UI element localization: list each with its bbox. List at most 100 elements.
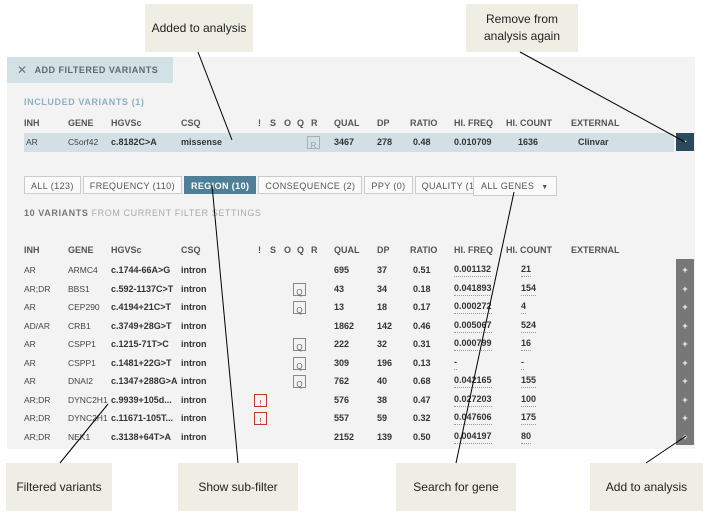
col-s: S (270, 118, 277, 128)
tab-region[interactable]: REGION (10) (183, 176, 257, 194)
cell-csq: intron (181, 394, 207, 405)
cell-ratio: 0.68 (413, 376, 431, 386)
col-flag: ! (258, 118, 261, 128)
col-flag: ! (258, 245, 261, 255)
tab-consequence[interactable]: CONSEQUENCE (2) (258, 176, 363, 194)
filter-summary-rest: FROM CURRENT FILTER SETTINGS (91, 208, 262, 218)
add-to-analysis-button[interactable]: + (682, 283, 688, 294)
cell-gene: CRB1 (68, 320, 91, 331)
add-to-analysis-button[interactable]: + (682, 413, 688, 423)
included-variant-row[interactable]: AR C5orf42 c.8182C>A missense R 3467 278… (24, 133, 674, 152)
cell-gene: C5orf42 (68, 137, 99, 147)
cell-hifreq: 0.027203 (454, 393, 492, 407)
cell-inh: AR (24, 265, 36, 275)
cell-hicount: 1636 (518, 137, 539, 147)
cell-hgvsc: c.9939+105d... (111, 394, 172, 405)
cell-hgvsc: c.3749+28G>T (111, 320, 172, 331)
add-to-analysis-button[interactable]: + (682, 339, 688, 349)
col-hgvsc: HGVSc (111, 118, 142, 128)
cell-hgvsc: c.1347+288G>A (111, 376, 178, 386)
add-to-analysis-button[interactable]: + (682, 357, 688, 368)
add-filtered-variants-button[interactable]: ✕ ADD FILTERED VARIANTS (7, 57, 173, 83)
cell-qual: 309 (334, 357, 350, 368)
add-to-analysis-button[interactable]: + (682, 265, 688, 275)
add-to-analysis-button[interactable]: + (682, 376, 688, 386)
cell-dp: 32 (377, 339, 388, 349)
col-o: O (284, 118, 292, 128)
col-q: Q (297, 245, 305, 255)
included-header-row: INH GENE HGVSc CSQ ! S O Q R QUAL DP RAT… (24, 114, 674, 132)
cell-dp: 34 (377, 283, 388, 294)
gene-select-label: ALL GENES (481, 181, 535, 191)
q-badge[interactable]: Q (293, 338, 306, 352)
add-to-analysis-button[interactable]: + (682, 394, 688, 405)
add-to-analysis-button[interactable]: + (682, 320, 688, 331)
cell-hicount: 21 (521, 263, 532, 277)
cell-qual: 43 (334, 283, 345, 294)
col-hicount: HI. COUNT (506, 118, 552, 128)
cell-inh: AR (24, 302, 36, 312)
warning-flag-icon[interactable]: ! (254, 393, 267, 408)
warning-flag-icon[interactable]: ! (254, 412, 267, 426)
callout-show-sub-filter: Show sub-filter (178, 463, 298, 511)
col-hgvsc: HGVSc (111, 245, 142, 255)
tab-all[interactable]: ALL (123) (24, 176, 81, 194)
gene-select[interactable]: ALL GENES ▼ (473, 176, 557, 196)
cell-hifreq: 0.000272 (454, 300, 492, 314)
cell-ratio: 0.32 (413, 413, 431, 423)
cell-gene: ARMC4 (68, 265, 98, 275)
col-hifreq: HI. FREQ (454, 245, 494, 255)
col-q: Q (297, 118, 305, 128)
cell-hifreq: 0.047606 (454, 411, 492, 425)
cell-csq: intron (181, 265, 207, 275)
col-external: EXTERNAL (571, 245, 620, 255)
cell-gene: DNAI2 (68, 376, 94, 386)
cell-hicount: 100 (521, 393, 537, 407)
cell-hicount: 4 (521, 300, 527, 314)
cell-ratio: 0.48 (413, 137, 431, 147)
clinvar-link[interactable]: Clinvar (578, 137, 609, 147)
cell-csq: intron (181, 339, 207, 349)
cell-hifreq: - (454, 356, 457, 370)
cell-hgvsc: c.3138+64T>A (111, 431, 172, 442)
cell-hicount: 80 (521, 430, 532, 444)
filter-summary: 10 VARIANTS FROM CURRENT FILTER SETTINGS (24, 208, 262, 218)
cell-dp: 40 (377, 376, 388, 386)
line-remove (519, 51, 686, 143)
close-icon: ✕ (17, 63, 28, 77)
add-to-analysis-button[interactable]: + (682, 302, 688, 312)
line-add (645, 435, 687, 464)
col-gene: GENE (68, 118, 94, 128)
cell-ratio: 0.31 (413, 339, 431, 349)
cell-csq: intron (181, 376, 207, 386)
cell-gene: DYNC2H1 (68, 394, 108, 405)
tab-frequency[interactable]: FREQUENCY (110) (82, 176, 182, 194)
cell-csq: intron (181, 431, 207, 442)
cell-hicount: 175 (521, 411, 537, 425)
q-badge[interactable]: Q (293, 356, 306, 371)
cell-inh: AR (24, 376, 36, 386)
cell-hicount: - (521, 356, 524, 370)
included-variants-title: INCLUDED VARIANTS (1) (24, 97, 145, 107)
cell-hgvsc: c.8182C>A (111, 137, 157, 147)
col-inh: INH (24, 118, 40, 128)
q-badge[interactable]: Q (293, 375, 306, 389)
q-badge[interactable]: Q (293, 301, 306, 315)
r-badge[interactable]: R (307, 136, 320, 150)
cell-hgvsc: c.1744-66A>G (111, 265, 171, 275)
q-badge[interactable]: Q (293, 282, 306, 297)
cell-qual: 557 (334, 413, 350, 423)
col-hicount: HI. COUNT (506, 245, 552, 255)
col-ratio: RATIO (410, 245, 438, 255)
tab-ppy[interactable]: PPY (0) (364, 176, 413, 194)
